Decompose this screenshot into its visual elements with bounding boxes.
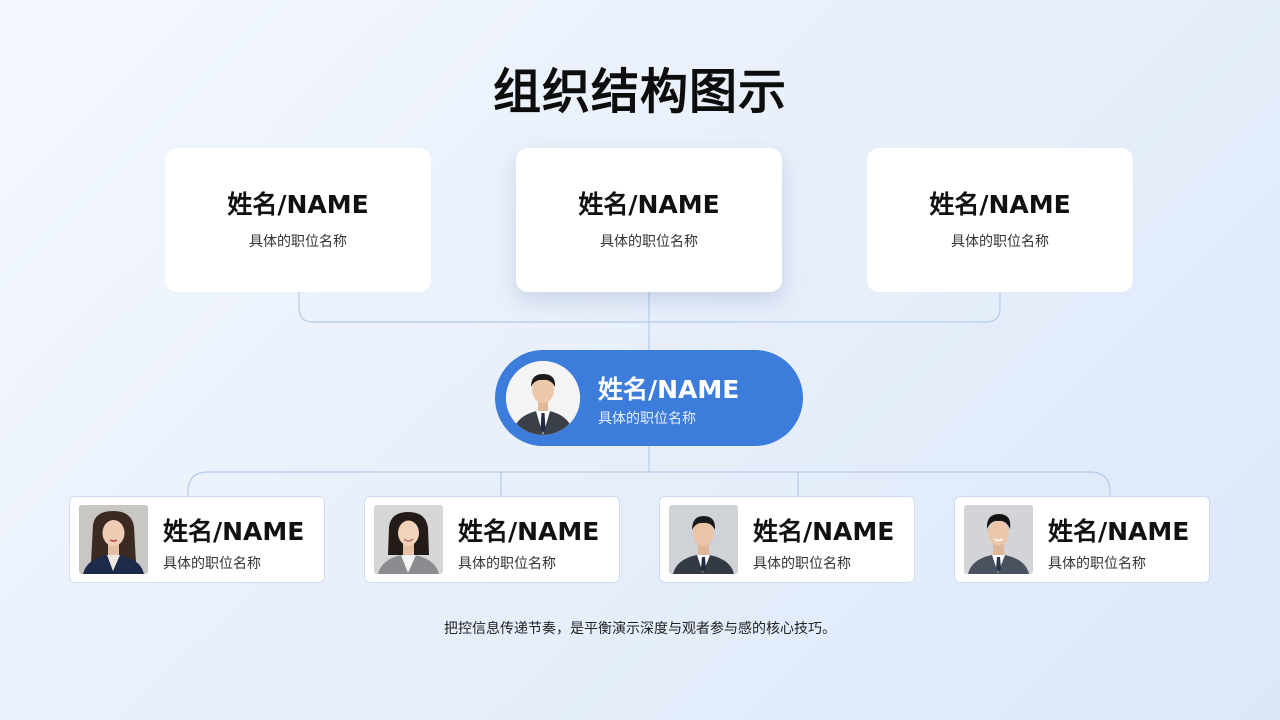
person-photo [669, 505, 738, 574]
bottom-card-4: 姓名/NAME 具体的职位名称 [954, 496, 1210, 583]
person-photo [964, 505, 1033, 574]
avatar [506, 361, 580, 435]
bottom-card-role: 具体的职位名称 [458, 556, 556, 572]
bottom-card-name: 姓名/NAME [1048, 517, 1190, 546]
center-leader-name: 姓名/NAME [598, 375, 740, 404]
footer-caption: 把控信息传递节奏，是平衡演示深度与观者参与感的核心技巧。 [444, 621, 836, 637]
top-card-name: 姓名/NAME [227, 190, 369, 219]
bottom-card-name: 姓名/NAME [163, 517, 305, 546]
bottom-card-role: 具体的职位名称 [163, 556, 261, 572]
person-photo [79, 505, 148, 574]
connector-top-right [649, 292, 1001, 323]
top-card-3: 姓名/NAME 具体的职位名称 [867, 148, 1133, 292]
top-card-name: 姓名/NAME [929, 190, 1071, 219]
bottom-card-name: 姓名/NAME [458, 517, 600, 546]
top-card-name: 姓名/NAME [578, 190, 720, 219]
center-leader-pill: 姓名/NAME 具体的职位名称 [495, 350, 803, 446]
bottom-card-role: 具体的职位名称 [1048, 556, 1146, 572]
top-card-2: 姓名/NAME 具体的职位名称 [516, 148, 782, 292]
bottom-card-2: 姓名/NAME 具体的职位名称 [364, 496, 620, 583]
page-title: 组织结构图示 [492, 64, 787, 120]
bottom-card-3: 姓名/NAME 具体的职位名称 [659, 496, 915, 583]
bottom-card-name: 姓名/NAME [753, 517, 895, 546]
connector-bottom-left-curve [187, 471, 209, 496]
bottom-card-1: 姓名/NAME 具体的职位名称 [69, 496, 325, 583]
person-photo [374, 505, 443, 574]
top-card-role: 具体的职位名称 [951, 234, 1049, 250]
top-card-1: 姓名/NAME 具体的职位名称 [165, 148, 431, 292]
connector-bottom-right-curve [1089, 471, 1111, 496]
top-card-role: 具体的职位名称 [249, 234, 347, 250]
connector-top-left [298, 292, 649, 323]
top-card-role: 具体的职位名称 [600, 234, 698, 250]
center-leader-role: 具体的职位名称 [598, 411, 696, 427]
bottom-card-role: 具体的职位名称 [753, 556, 851, 572]
